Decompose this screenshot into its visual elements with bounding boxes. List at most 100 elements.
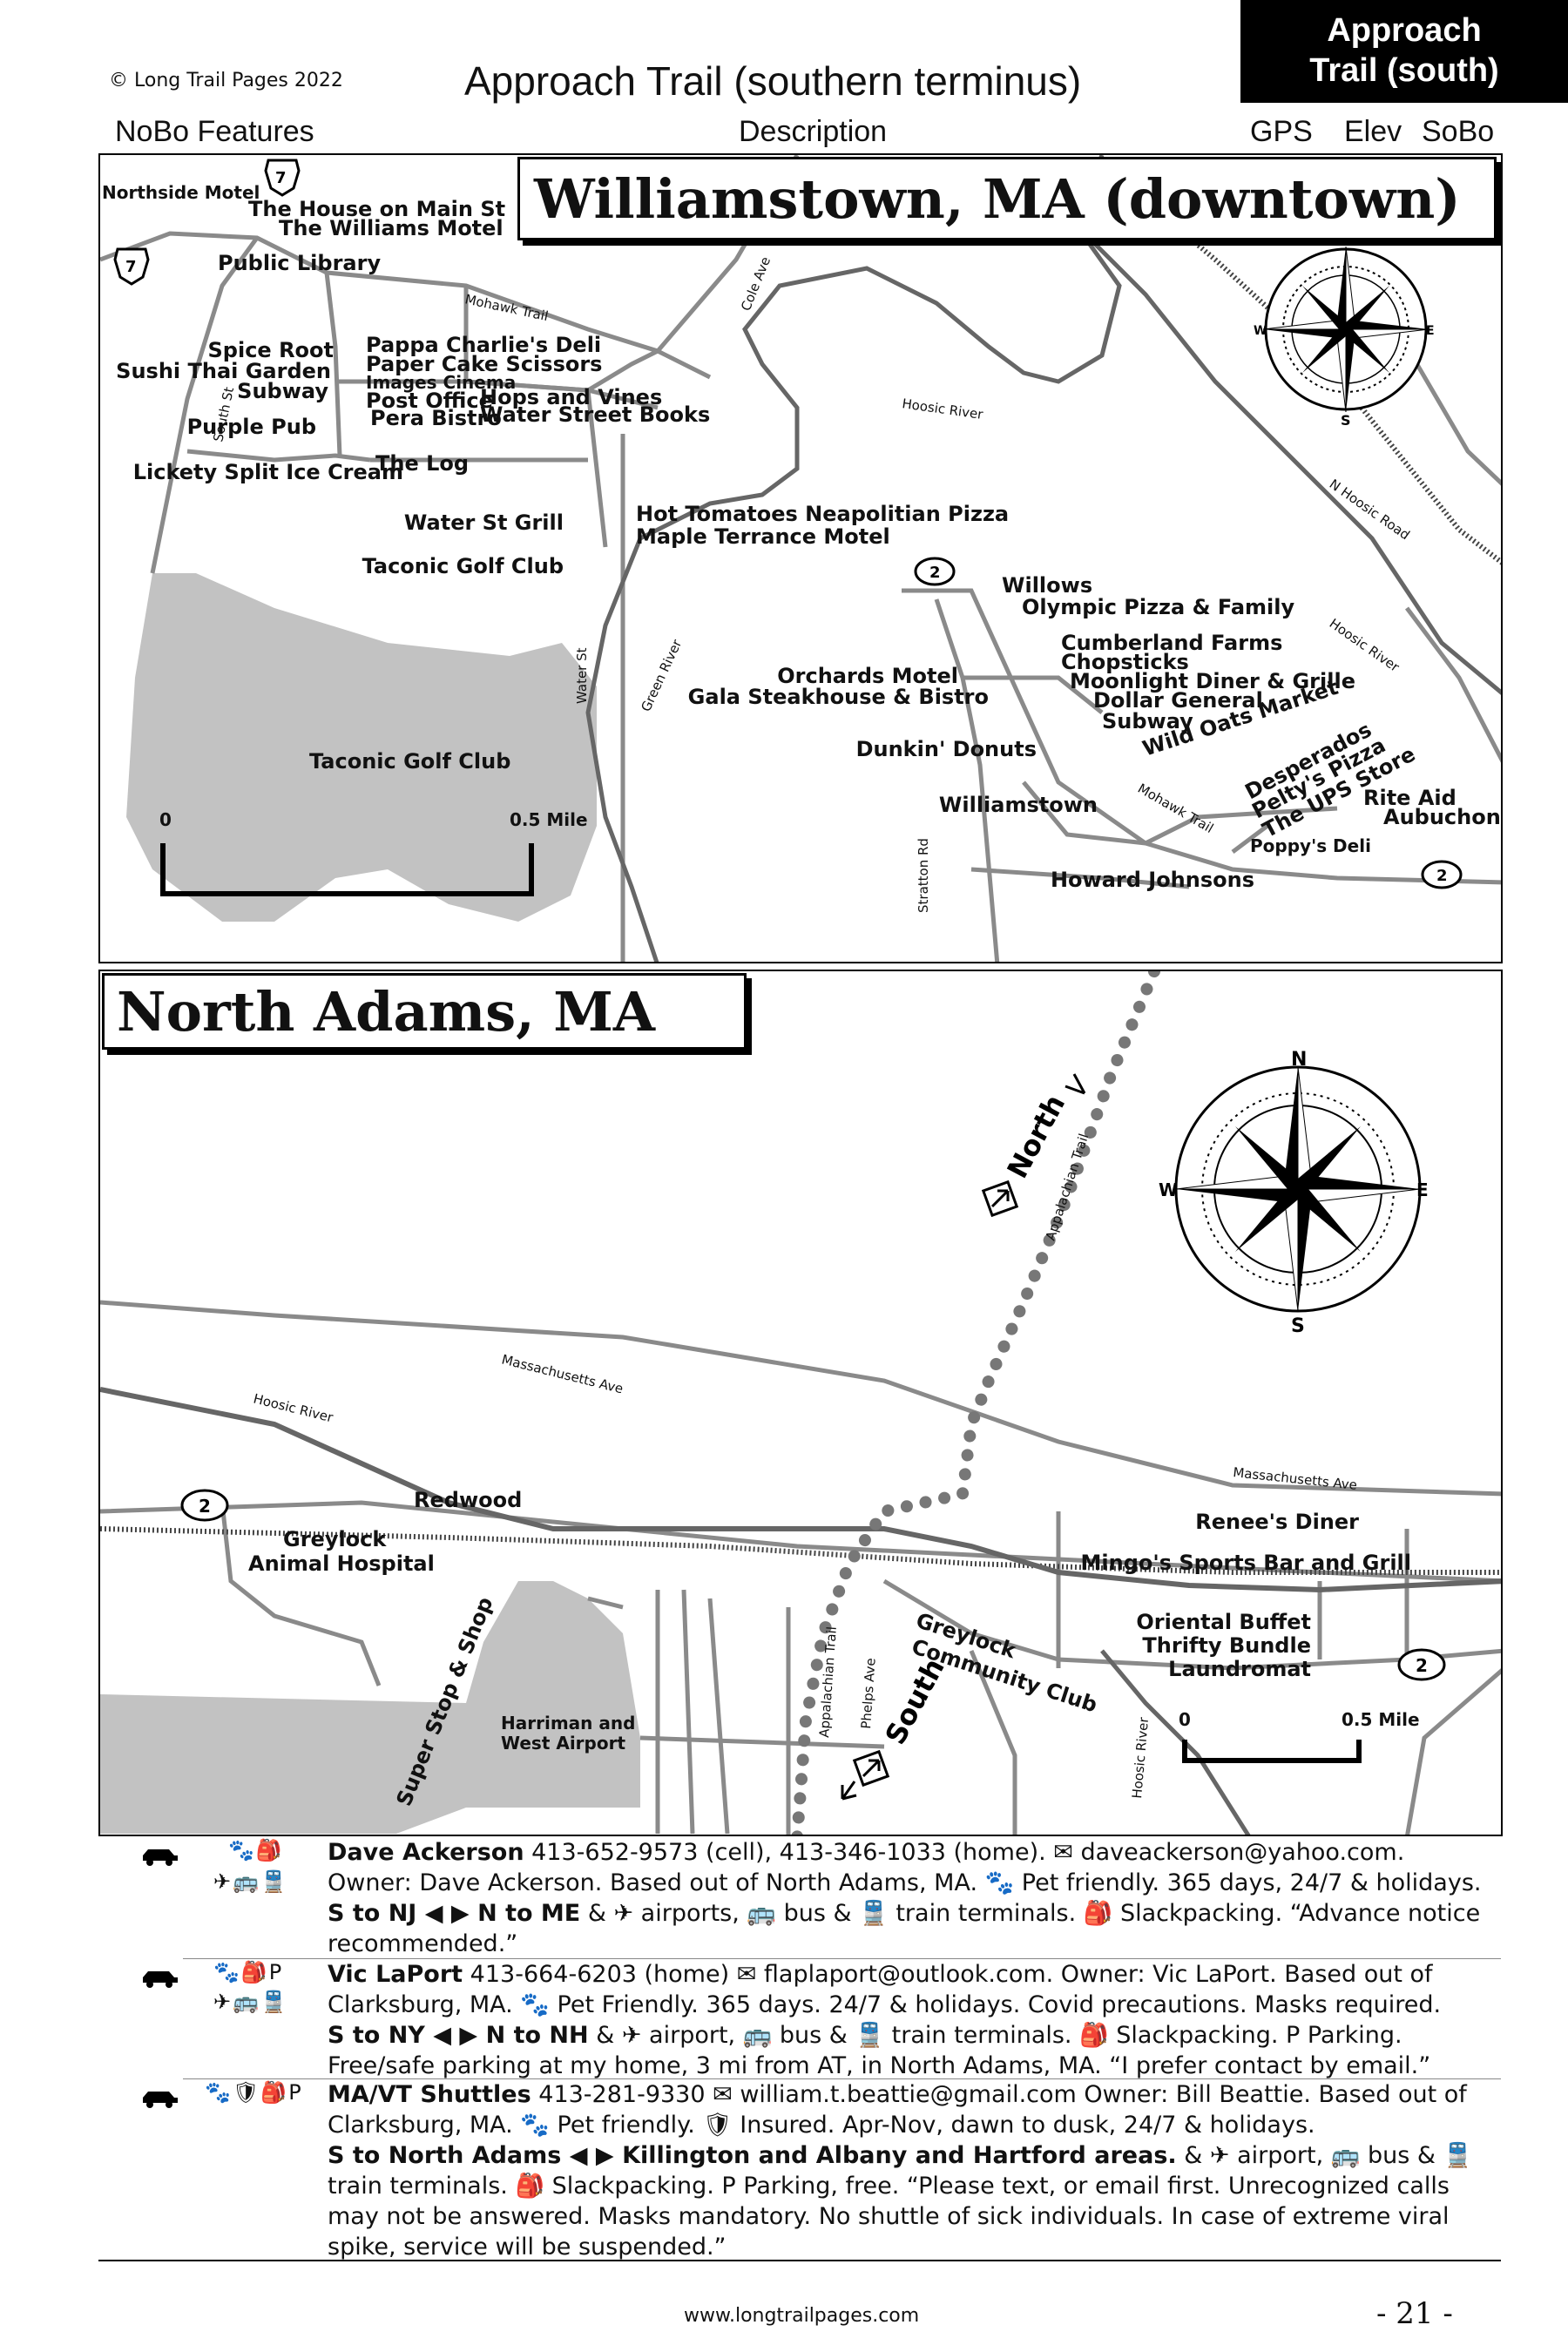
place-pera-bistro: Pera Bistro xyxy=(370,406,502,430)
svg-text:2: 2 xyxy=(1436,867,1448,885)
place-olympic-pizza: Olympic Pizza & Family xyxy=(1022,595,1295,619)
na-railroad xyxy=(100,1526,1501,1575)
compass-e: E xyxy=(1426,324,1435,338)
williamstown-map-svg: N E S W 7 7 2 2 Mohawk Trail Cole Ave So… xyxy=(100,155,1501,962)
place-aubuchon: Aubuchon xyxy=(1383,805,1501,829)
compass-s: S xyxy=(1341,412,1351,429)
feature-icons-2b: ✈🚌🚆 xyxy=(213,1990,288,2014)
route-7-shield-top: 7 xyxy=(264,159,301,197)
car-icon xyxy=(139,1845,179,1866)
car-icon xyxy=(139,2087,179,2108)
place-dollar-general: Dollar General xyxy=(1093,688,1263,713)
svg-text:7: 7 xyxy=(275,169,287,187)
place-hot-tomatoes: Hot Tomatoes Neapolitian Pizza xyxy=(636,502,1009,526)
na-road-phelps-ave: Phelps Ave xyxy=(858,1658,879,1730)
place-cumberland: Cumberland Farms xyxy=(1061,631,1282,655)
svg-text:W: W xyxy=(1159,1179,1178,1200)
na-place-renees: Renee's Diner xyxy=(1195,1510,1359,1534)
taconic-golf-area-label: Taconic Golf Club xyxy=(309,749,510,774)
section-tab-line1: Approach xyxy=(1327,12,1482,49)
williamstown-map: N E S W 7 7 2 2 Mohawk Trail Cole Ave So… xyxy=(98,153,1503,963)
na-route-2-shield-1: 2 xyxy=(180,1489,229,1522)
scale-half-mile: 0.5 Mile xyxy=(510,809,588,830)
na-place-thrifty-bundle: Thrifty Bundle xyxy=(1142,1633,1311,1658)
appalachian-trail-path xyxy=(791,971,1160,1835)
route-7-shield-left: 7 xyxy=(113,247,150,286)
scale-bar: 0 0.5 Mile xyxy=(159,809,588,896)
compass-rose-icon: N E S W xyxy=(1254,233,1435,429)
shuttle-entry-2: Vic LaPort 413-664-6203 (home) ✉ flaplap… xyxy=(328,1959,1495,2081)
road-stratton-rd: Stratton Rd xyxy=(916,838,931,913)
col-description: Description xyxy=(739,115,888,148)
place-poppys-deli: Poppy's Deli xyxy=(1250,835,1371,856)
na-road-hoosic-river-2: Hoosic River xyxy=(1129,1716,1152,1800)
car-icon xyxy=(139,1967,179,1988)
col-features: NoBo Features xyxy=(115,115,314,148)
shuttle-entry-1: Dave Ackerson 413-652-9573 (cell), 413-3… xyxy=(328,1837,1495,1959)
place-dunkin: Dunkin' Donuts xyxy=(856,737,1037,761)
place-water-street-books: Water Street Books xyxy=(480,402,710,427)
feature-icons-3a: 🐾🛡🎒P xyxy=(205,2080,303,2105)
place-williamstown: Williamstown xyxy=(939,793,1098,817)
divider-1 xyxy=(183,1958,1501,1959)
svg-text:E: E xyxy=(1416,1179,1429,1200)
shuttle-line2-2: & ✈ airport, 🚌 bus & 🚆 train terminals. … xyxy=(328,2022,1431,2079)
na-route-2-shield-2: 2 xyxy=(1397,1648,1446,1681)
shuttle-line1-1: 413-652-9573 (cell), 413-346-1033 (home)… xyxy=(328,1839,1482,1896)
na-place-laundromat: Laundromat xyxy=(1168,1657,1311,1681)
place-sushi-thai: Sushi Thai Garden xyxy=(116,359,331,383)
north-adams-map: N E S W North South 2 2 Massachusetts Av… xyxy=(98,970,1503,1836)
na-scale-bar: 0 0.5 Mile xyxy=(1179,1709,1420,1763)
road-mohawk-trail: Mohawk Trail xyxy=(463,291,550,324)
place-gala-steakhouse: Gala Steakhouse & Bistro xyxy=(688,685,989,709)
place-spice-root: Spice Root xyxy=(208,338,334,362)
place-maple-terrance: Maple Terrance Motel xyxy=(636,524,890,549)
place-willows: Willows xyxy=(1002,573,1092,598)
svg-text:N: N xyxy=(1291,1049,1307,1071)
compass-w: W xyxy=(1254,324,1267,338)
section-tab-line2: Trail (south) xyxy=(1309,52,1499,89)
place-lickety-split: Lickety Split Ice Cream xyxy=(133,460,403,484)
col-sobo: SoBo xyxy=(1422,115,1495,148)
route-2-shield-2: 2 xyxy=(1421,860,1463,889)
col-gps: GPS xyxy=(1250,115,1313,148)
divider-bottom xyxy=(98,2260,1501,2261)
place-post-office: Post Office xyxy=(366,389,493,413)
road-cole-ave: Cole Ave xyxy=(738,254,774,313)
road-green-river: Green River xyxy=(638,637,685,714)
rivers xyxy=(585,155,1501,962)
feature-icons-1b: ✈🚌🚆 xyxy=(213,1869,288,1894)
na-place-redwood: Redwood xyxy=(414,1488,522,1512)
north-label: North xyxy=(1001,1089,1072,1183)
shuttle-range-3: S to North Adams ◀ ▶ Killington and Alba… xyxy=(328,2142,1177,2169)
shuttle-name-2: Vic LaPort xyxy=(328,1961,463,1988)
shuttle-line2-3: & ✈ airport, 🚌 bus & 🚆 train terminals. … xyxy=(328,2142,1473,2261)
place-subway-2: Subway xyxy=(1102,709,1193,733)
map-title-north-adams: North Adams, MA xyxy=(102,973,747,1050)
na-place-harriman-2: West Airport xyxy=(501,1733,625,1754)
svg-text:2: 2 xyxy=(199,1496,211,1517)
footer-url[interactable]: www.longtrailpages.com xyxy=(684,2305,920,2327)
divider-2 xyxy=(183,2078,1501,2079)
place-water-st-grill: Water St Grill xyxy=(404,510,564,535)
na-hoosic-river xyxy=(100,1387,1501,1593)
place-public-library: Public Library xyxy=(218,251,381,275)
na-place-greylock-animal-1: Greylock xyxy=(283,1527,387,1551)
shuttle-line1-2: 413-664-6203 (home) ✉ flaplaport@outlook… xyxy=(328,1961,1442,2018)
north-adams-map-svg: N E S W North South 2 2 Massachusetts Av… xyxy=(100,971,1501,1835)
railroad xyxy=(1100,161,1501,565)
shuttle-range-1: S to NJ ◀ ▶ N to ME xyxy=(328,1900,581,1927)
page-title: Approach Trail (southern terminus) xyxy=(464,58,1082,104)
na-place-oriental-buffet: Oriental Buffet xyxy=(1136,1610,1311,1634)
place-moonlight: Moonlight Diner & Grille xyxy=(1070,669,1355,693)
map-title-williamstown: Williamstown, MA (downtown) xyxy=(517,157,1497,240)
route-2-shield-1: 2 xyxy=(914,557,956,586)
golf-course-area xyxy=(126,573,597,922)
road-hoosic-river-1: Hoosic River xyxy=(901,395,984,422)
road-water-st: Water St xyxy=(574,647,590,704)
page-number: - 21 - xyxy=(1376,2296,1453,2331)
svg-text:0.5 Mile: 0.5 Mile xyxy=(1342,1709,1420,1730)
place-orchards-motel: Orchards Motel xyxy=(777,664,958,688)
na-place-harriman-1: Harriman and xyxy=(501,1713,635,1734)
place-taconic-golf-club: Taconic Golf Club xyxy=(362,554,564,578)
